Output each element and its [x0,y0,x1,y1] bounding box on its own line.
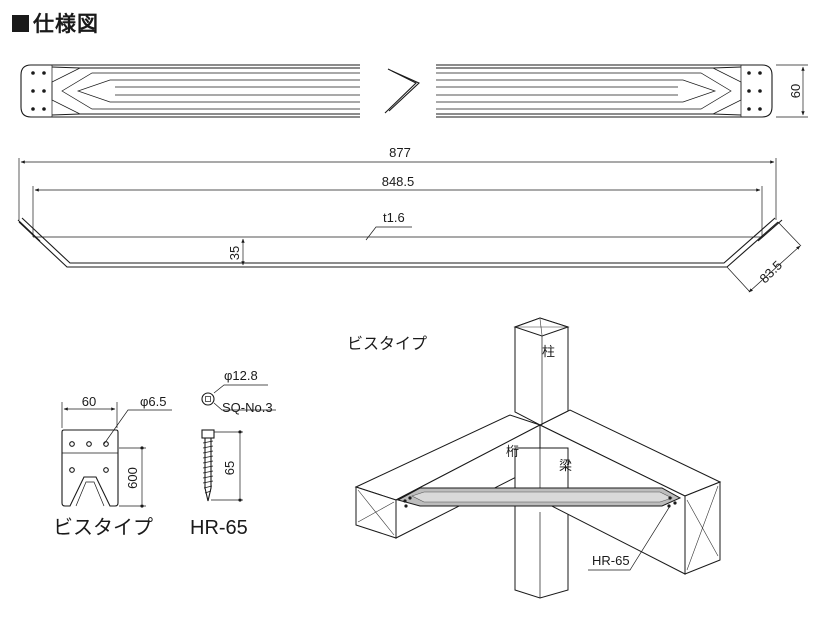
break-mark [384,68,417,114]
plan-height-label: 60 [788,84,803,98]
plate-detail: ビスタイプ 60 φ6.5 600 ビスタイプ [53,335,427,539]
drive-label: SQ-No.3 [222,400,273,415]
plate-height-label: 600 [125,467,140,489]
type-label-bottom: ビスタイプ [53,516,153,539]
end-length-label: 83.5 [757,258,786,287]
girder-label: 桁 [506,444,519,459]
elevation-view: 877 848.5 t1.6 35 83.5 [17,145,802,293]
screw-callout-label: HR-65 [592,553,630,568]
inner-length-label: 848.5 [382,174,415,189]
screw-model-label: HR-65 [190,517,248,539]
overall-length-label: 877 [389,145,411,160]
plate-width-label: 60 [82,394,96,409]
black-square-icon [12,14,29,32]
assembly-illustration: 柱 桁 梁 HR-65 [354,317,722,599]
hole-dia-label: φ6.5 [140,394,167,409]
screw-detail: φ12.8 SQ-No.3 65 HR-65 [190,368,276,539]
spec-heading: 仕様図 [12,9,99,37]
post-label: 柱 [542,344,555,359]
depth-label: 35 [227,246,242,260]
head-dia-label: φ12.8 [224,368,258,383]
thickness-label: t1.6 [383,210,405,225]
plan-view: 60 [20,64,808,118]
screw-length-label: 65 [222,461,237,475]
spec-title: 仕様図 [33,13,99,36]
type-label-top: ビスタイプ [347,335,427,353]
beam-label: 梁 [559,458,572,473]
